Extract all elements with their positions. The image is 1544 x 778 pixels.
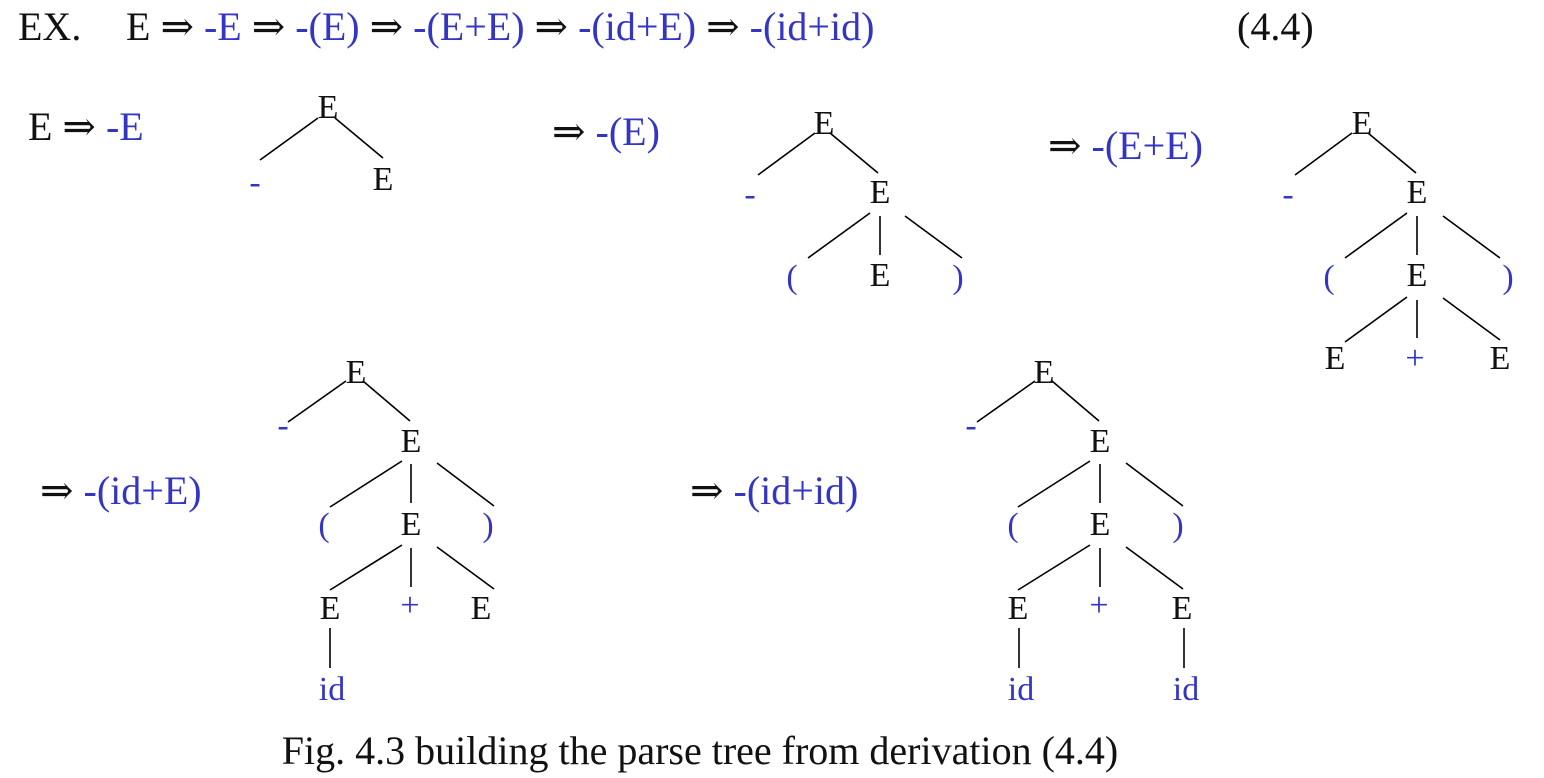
tree-node: + xyxy=(400,587,419,624)
tree-node: E xyxy=(1407,174,1428,211)
step-label: ⇒ -(E) xyxy=(552,109,660,154)
step-form: -(id+E) xyxy=(84,468,202,513)
parse-tree-1: E - E xyxy=(249,89,393,201)
tree-edge xyxy=(1051,380,1100,422)
tree-node: E xyxy=(870,174,891,211)
tree-node: E xyxy=(318,89,339,126)
step-arrow: ⇒ xyxy=(552,109,596,154)
step-form: -(E+E) xyxy=(1092,123,1203,168)
derivation-token: -E xyxy=(204,4,242,49)
derivation-token: -(id+E) xyxy=(578,4,696,49)
tree-node: E xyxy=(1352,105,1373,142)
parse-tree-3: E - E ( E ) E + E xyxy=(1282,105,1513,377)
tree-edge xyxy=(1442,297,1501,341)
derivation-token: ⇒ xyxy=(252,4,296,49)
derivation-token: ⇒ xyxy=(706,4,750,49)
tree-node: E xyxy=(346,354,367,391)
tree-node: E xyxy=(814,105,835,142)
tree-edge xyxy=(329,460,403,508)
tree-node: E xyxy=(1008,590,1029,627)
tree-edge xyxy=(807,212,871,259)
tree-node: id xyxy=(319,671,345,708)
tree-node: E xyxy=(870,257,891,294)
tree-node: - xyxy=(277,407,288,444)
step-arrow: ⇒ xyxy=(1048,123,1092,168)
tree-node: ) xyxy=(482,507,493,544)
tree-edge xyxy=(329,544,403,591)
tree-node: E xyxy=(320,590,341,627)
tree-node: E xyxy=(1407,257,1428,294)
tree-edge xyxy=(904,215,963,259)
tree-edge xyxy=(1294,132,1353,176)
step-label: E ⇒ -E xyxy=(28,104,144,149)
header-derivation: E ⇒ -E ⇒ -(E) ⇒ -(E+E) ⇒ -(id+E) ⇒ -(id+… xyxy=(126,4,874,49)
tree-edge xyxy=(1442,215,1501,259)
tree-node: - xyxy=(965,407,976,444)
tree-node: + xyxy=(1405,340,1424,377)
tree-node: E xyxy=(401,506,422,543)
step-label: ⇒ -(id+id) xyxy=(690,468,858,513)
tree-node: ) xyxy=(1502,259,1513,296)
tree-node: - xyxy=(1282,176,1293,213)
derivation-token: -(id+id) xyxy=(750,4,875,49)
step-arrow: E ⇒ xyxy=(28,104,106,149)
tree-edge xyxy=(436,546,495,590)
tree-edge xyxy=(287,380,347,423)
tree-edge xyxy=(259,117,319,161)
parse-tree-5: E - E ( E ) E + E id id xyxy=(965,354,1199,708)
step-label: ⇒ -(E+E) xyxy=(1048,123,1203,168)
tree-node: ( xyxy=(786,259,797,296)
derivation-token: ⇒ xyxy=(370,4,414,49)
parse-tree-4: E - E ( E ) E + E id xyxy=(277,354,495,708)
tree-node: - xyxy=(249,164,260,201)
tree-node: E xyxy=(1172,590,1193,627)
tree-node: E xyxy=(1090,423,1111,460)
step-label: ⇒ -(id+E) xyxy=(40,468,202,513)
tree-node: E xyxy=(1325,340,1346,377)
equation-number: (4.4) xyxy=(1237,4,1314,49)
tree-edge xyxy=(829,132,879,174)
tree-edge xyxy=(1017,460,1091,508)
tree-node: id xyxy=(1173,671,1199,708)
tree-edge xyxy=(976,380,1036,423)
tree-edge xyxy=(334,117,384,159)
tree-edge xyxy=(436,462,495,507)
tree-node: ( xyxy=(1323,259,1334,296)
derivation-token: E xyxy=(126,4,150,49)
tree-node: E xyxy=(1490,340,1511,377)
tree-node: ) xyxy=(1172,507,1183,544)
tree-edge xyxy=(757,132,816,176)
tree-node: ( xyxy=(318,507,329,544)
tree-edge xyxy=(1344,212,1408,259)
step-form: -(id+id) xyxy=(734,468,859,513)
tree-edge xyxy=(362,380,411,422)
derivation-token: ⇒ xyxy=(535,4,579,49)
tree-edge xyxy=(1125,462,1184,507)
tree-edge xyxy=(1344,296,1408,343)
step-form: -(E) xyxy=(596,109,660,154)
tree-node: + xyxy=(1089,587,1108,624)
tree-node: - xyxy=(744,176,755,213)
tree-edge xyxy=(1367,132,1417,174)
derivation-token: -(E+E) xyxy=(413,4,524,49)
parse-tree-2: E - E ( E ) xyxy=(744,105,963,296)
tree-node: E xyxy=(1090,506,1111,543)
step-arrow: ⇒ xyxy=(40,468,84,513)
tree-node: id xyxy=(1008,671,1034,708)
figure-caption: Fig. 4.3 building the parse tree from de… xyxy=(282,728,1118,773)
tree-node: E xyxy=(401,423,422,460)
tree-edge xyxy=(1017,544,1091,591)
derivation-token: -(E) xyxy=(295,4,359,49)
tree-node: ) xyxy=(952,259,963,296)
tree-node: E xyxy=(1034,354,1055,391)
step-form: -E xyxy=(106,104,144,149)
tree-edge xyxy=(1125,546,1184,590)
tree-node: E xyxy=(471,590,492,627)
derivation-token: ⇒ xyxy=(160,4,204,49)
step-arrow: ⇒ xyxy=(690,468,734,513)
ex-label: EX. xyxy=(18,4,81,49)
tree-node: ( xyxy=(1007,507,1018,544)
tree-node: E xyxy=(373,161,394,198)
